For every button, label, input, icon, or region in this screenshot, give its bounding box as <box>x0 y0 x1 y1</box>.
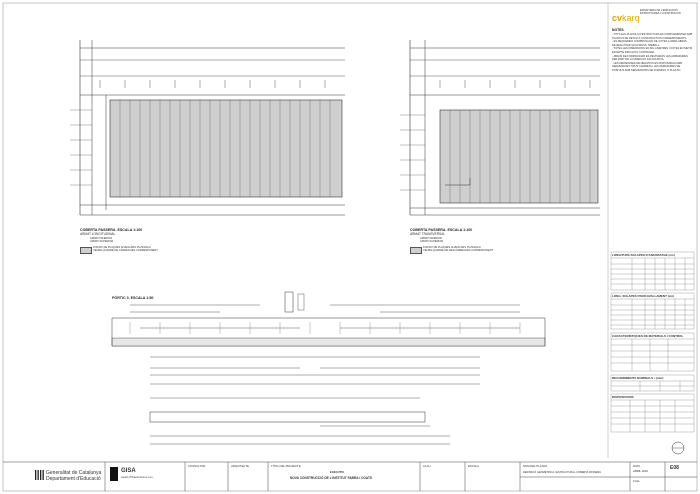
data-value: ABRIL 2010 <box>633 469 648 473</box>
plan-left-drawing <box>70 40 345 216</box>
portic-drawing <box>111 291 685 455</box>
karq-logo: cvkarq <box>612 8 640 26</box>
notes-line: - TOTS ELS PLANOLS D'ESTRUCTURA ES COMPL… <box>612 33 692 36</box>
notes-line: SEPARADORS TIPUS CADIRETA I LES ARMADURE… <box>612 65 681 69</box>
plan-right-legend-fill: FORJAT DE PLAQUES ALVEOLARS 15+5/100cm <box>423 246 482 249</box>
titleblock-frame <box>3 461 697 491</box>
generalitat-logo-icon <box>35 470 44 480</box>
executiu-label: EXECUTIU <box>330 470 345 474</box>
gisa-subtitle: Gestió d'Infraestructures s.a.u. <box>121 476 154 479</box>
plan-number: E08 <box>670 465 679 471</box>
department-name: Departament d'Educació <box>46 476 101 482</box>
table-anchorage-title: LONGITUDS SOLAPES D'ANCORATGE (cm) <box>612 252 675 257</box>
plan-description: DEFINICIÓ GEOMÈTRICA I ESTRUCTURAL COBER… <box>523 471 602 474</box>
clau-label: CLAU <box>423 464 431 468</box>
plan-left-legend-fill2: VEURE QUADRE DE CÀRREGUES CORRESPONENT <box>93 249 158 252</box>
notes-line: DE REALITZAR QUALSEVOL TREBALL. <box>612 43 660 47</box>
full-label: FULL <box>633 479 640 483</box>
notes-line: - LES ARMADURES DE NEGATIUS ES DISPOSARA… <box>612 61 682 65</box>
plan-right-legend-swatch <box>410 247 422 254</box>
logo-side-text: ENGINYERIA DE L'EDIFICACIÓ ESTRUCTURES I… <box>640 9 681 15</box>
notes-line: - ABANS DE FORMIGONAR ES REVISARAN LES A… <box>612 54 688 58</box>
notes-line: - TOTES LES DIMENSIONS EN MIL·LÍMETRES I… <box>612 47 692 51</box>
gisa-logo-icon <box>110 467 118 481</box>
plan-right-legend-fill2: VEURE QUADRE DE DESCÀRREGUES CORRESPONEN… <box>423 249 494 252</box>
table-dispositions-title: DISPOSICIONS <box>612 394 634 399</box>
table-cover-title: RECOBRIMENTS NOMINALS r (mm) <box>612 375 664 380</box>
table-overlap-title: LONG. SOLAPES D'ENCAVALLAMENT (cm) <box>612 293 675 298</box>
arquitecte-label: ARQUITECTE <box>231 464 250 468</box>
titol-label: TÍTOL DEL PROJECTE <box>271 464 301 468</box>
notes-line: EXCEPTE INDICACIÓ CONTRÀRIA. <box>612 50 655 54</box>
plan-left-title: COBERTA PASSERA. ESCALA 1:100 <box>80 228 143 232</box>
notes-line: PER PART DE LA DIRECCIÓ FACULTATIVA. <box>612 58 665 62</box>
plan-left-legend-b: ARMAT SUPERIOR <box>90 240 114 243</box>
plan-left-subtitle: ARMAT LONGITUDINAL <box>80 232 116 236</box>
logo-cv: cv <box>612 13 623 23</box>
notes-title: NOTES <box>612 28 624 32</box>
plan-name-label: NOM DEL PLÀNOL <box>523 464 548 468</box>
generalitat-name: Generalitat de Catalunya <box>46 470 102 476</box>
plan-right-subtitle: ARMAT TRANSVERSAL <box>410 232 446 236</box>
consultor-label: CONSULTOR <box>188 464 206 468</box>
notes-panel: NOTES - TOTS ELS PLANOLS D'ESTRUCTURA ES… <box>612 28 692 73</box>
plan-right-drawing <box>400 40 600 216</box>
logo-brand: karq <box>622 13 640 23</box>
plan-left-legend-fill: FORJAT DE PLAQUES ALVEOLARS 15+5/100cm <box>93 246 152 249</box>
notes-lines: - TOTS ELS PLANOLS D'ESTRUCTURA ES COMPL… <box>612 33 692 73</box>
project-name: NOVA CONSTRUCCIÓ DE L'INSTITUT FABRA I C… <box>290 476 373 480</box>
plan-left-legend-a: ARMAT INFERIOR <box>90 237 112 240</box>
plan-right-legend-b: ARMAT SUPERIOR <box>420 240 444 243</box>
notes-line: - ES REQUEREIX COMPROVACIÓ DE COTES A OB… <box>612 40 687 44</box>
plan-right-legend-a: ARMAT INFERIOR <box>420 237 442 240</box>
plan-right-title: COBERTA PASSERA. ESCALA 1:100 <box>410 228 473 232</box>
plan-left-legend-swatch <box>80 247 92 254</box>
notes-line: POSITIUS AMB SEPARADORS DE FORMIGÓ O PLÀ… <box>612 68 682 72</box>
escala-label: ESCALA <box>468 464 480 468</box>
table-materials-title: CARACTERÍSTIQUES DE MATERIALS I CONTROL <box>612 333 684 338</box>
tables-grid <box>610 251 695 433</box>
portic-title: PÒRTIC 3. ESCALA 1:50 <box>112 296 154 300</box>
data-label: DATA <box>633 464 641 468</box>
gisa-name: GISA <box>121 468 136 474</box>
notes-line: PLANOLS DE DETALLS CONSTRUCTIUS CORRESPO… <box>612 36 687 40</box>
